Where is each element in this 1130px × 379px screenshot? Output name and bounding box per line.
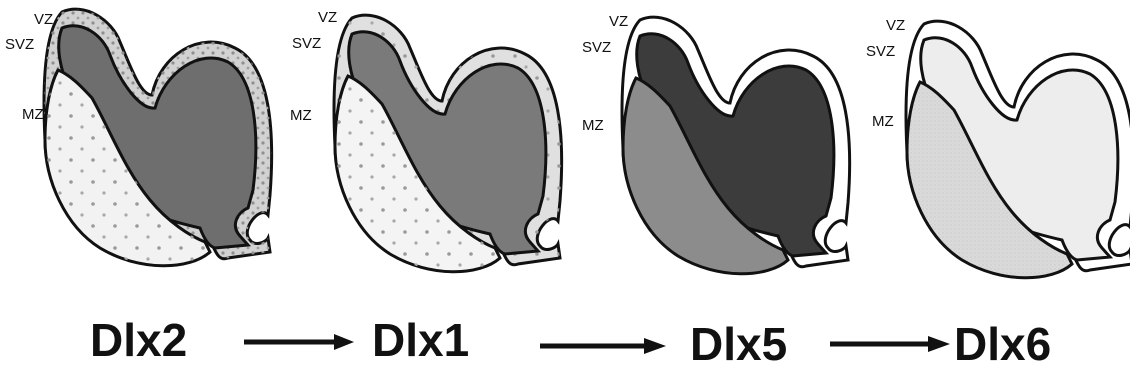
gene-label-dlx6: Dlx6: [954, 318, 1051, 370]
zone-label-vz: VZ: [34, 11, 53, 28]
zone-label-mz: MZ: [582, 117, 604, 134]
zone-label-svz: SVZ: [292, 35, 321, 52]
panel-dlx6: VZ SVZ MZ Dlx6: [866, 17, 1130, 370]
gene-label-dlx5: Dlx5: [690, 318, 787, 370]
zone-label-vz: VZ: [609, 13, 628, 30]
zone-label-vz: VZ: [886, 17, 905, 34]
arrow-dlx5-to-dlx6: [830, 336, 950, 352]
zone-label-svz: SVZ: [582, 39, 611, 56]
zone-label-svz: SVZ: [866, 43, 895, 60]
zone-label-mz: MZ: [22, 106, 44, 123]
gene-label-dlx1: Dlx1: [372, 314, 469, 366]
panel-dlx1: VZ SVZ MZ Dlx1: [290, 9, 562, 366]
zone-label-svz: SVZ: [5, 36, 34, 53]
zone-label-vz: VZ: [318, 9, 337, 26]
arrow-dlx1-to-dlx5: [540, 338, 666, 354]
zone-label-mz: MZ: [872, 113, 894, 130]
zone-label-mz: MZ: [290, 107, 312, 124]
panel-dlx5: VZ SVZ MZ Dlx5: [582, 13, 850, 370]
gene-label-dlx2: Dlx2: [90, 314, 187, 366]
arrow-dlx2-to-dlx1: [244, 334, 354, 350]
panel-dlx2: VZ SVZ MZ Dlx2: [5, 9, 272, 366]
